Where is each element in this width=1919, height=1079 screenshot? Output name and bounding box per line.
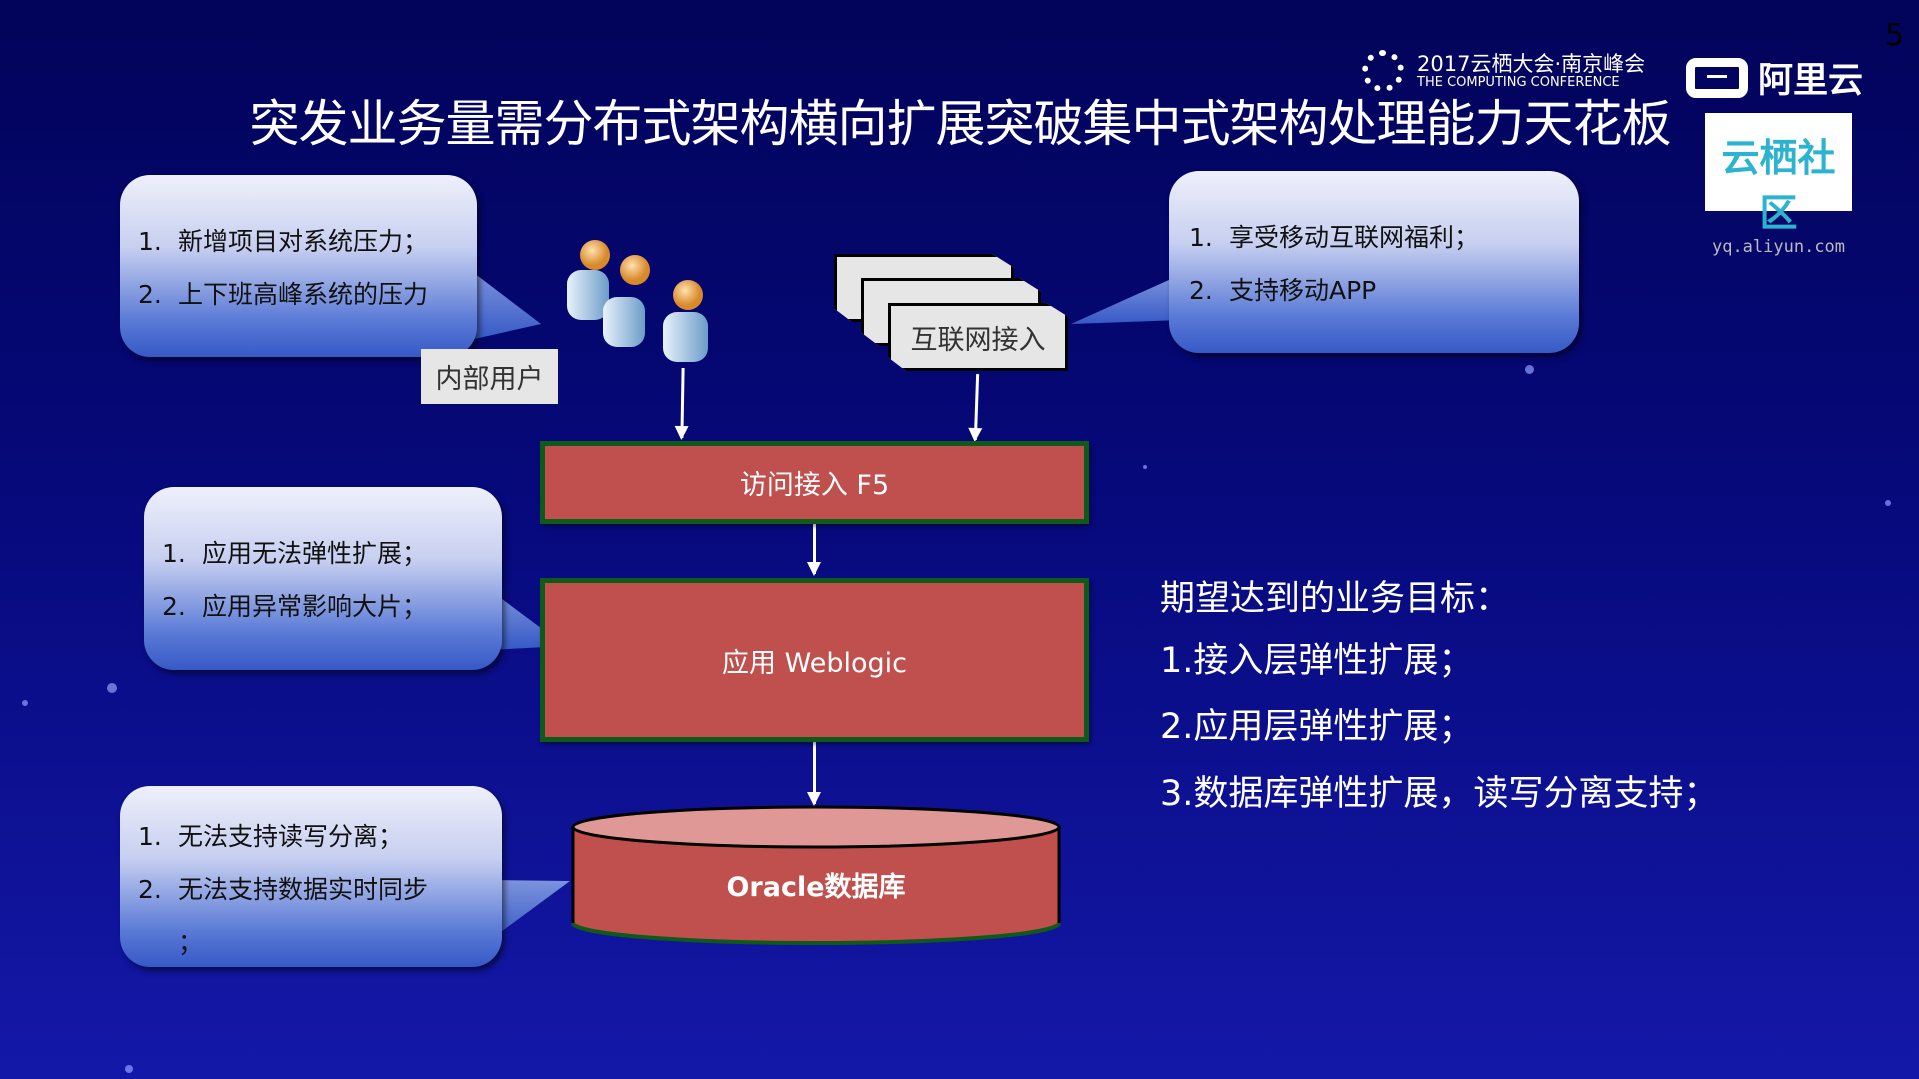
- yunqi-text: 云栖社区: [1721, 136, 1836, 235]
- goal-item: 2.应用层弹性扩展；: [1160, 707, 1474, 747]
- aliyun-logo-icon: [1686, 57, 1748, 98]
- bubble-db: 1.无法支持读写分离； 2.无法支持数据实时同步 ；: [120, 786, 502, 967]
- star: [1143, 465, 1147, 469]
- conference-logo-icon: [1362, 50, 1404, 92]
- star: [107, 683, 117, 693]
- bubble-text: 上下班高峰系统的压力: [178, 280, 429, 309]
- arrow-app-to-db: [807, 742, 821, 806]
- star: [22, 700, 28, 706]
- f5-access-box: 访问接入 F5: [540, 441, 1089, 524]
- aliyun-text: 阿里云: [1758, 61, 1864, 101]
- goals-heading: 期望达到的业务目标：: [1160, 579, 1511, 619]
- oracle-db-cylinder: [571, 805, 1061, 945]
- aliyun-logo: 阿里云: [1686, 52, 1863, 103]
- yunqi-logo: 云栖社区 yq.aliyun.com: [1705, 113, 1852, 257]
- page-title: 突发业务量需分布式架构横向扩展突破集中式架构处理能力天花板: [249, 95, 1672, 153]
- bubble-text: 支持移动APP: [1229, 276, 1377, 305]
- page-number: 5: [1885, 18, 1905, 53]
- weblogic-app-box: 应用 Weblogic: [540, 578, 1089, 742]
- bubble-text: ；: [178, 928, 204, 957]
- arrow-f5-to-app: [807, 524, 821, 576]
- bubble-text: 新增项目对系统压力；: [178, 227, 429, 256]
- conference-name: 2017云栖大会·南京峰会: [1417, 52, 1646, 76]
- conference-logo: 2017云栖大会·南京峰会 THE COMPUTING CONFERENCE: [1362, 48, 1662, 96]
- goal-item: 3.数据库弹性扩展，读写分离支持；: [1160, 774, 1719, 814]
- star: [125, 1065, 133, 1073]
- bubble-internal-users: 1.新增项目对系统压力； 2.上下班高峰系统的压力: [120, 175, 477, 357]
- conference-name-en: THE COMPUTING CONFERENCE: [1417, 75, 1620, 90]
- bubble-text: 无法支持数据实时同步: [178, 875, 429, 904]
- users-icon: [567, 240, 708, 362]
- star: [1885, 500, 1891, 506]
- bubble-text: 享受移动互联网福利；: [1229, 223, 1480, 252]
- goal-item: 1.接入层弹性扩展；: [1160, 641, 1474, 681]
- bubble-text: 应用无法弹性扩展；: [202, 539, 428, 568]
- star: [1525, 365, 1534, 374]
- internet-access-card: 互联网接入: [888, 303, 1068, 371]
- arrow-users-to-f5: [680, 367, 685, 439]
- bubble-text: 应用异常影响大片；: [202, 592, 428, 621]
- internal-users-label: 内部用户: [421, 349, 558, 404]
- bubble-app: 1.应用无法弹性扩展； 2.应用异常影响大片；: [144, 487, 502, 670]
- yunqi-url: yq.aliyun.com: [1711, 237, 1846, 257]
- bubble-internet: 1.享受移动互联网福利； 2.支持移动APP: [1169, 171, 1579, 353]
- oracle-db-label: Oracle数据库: [726, 872, 906, 903]
- bubble-text: 无法支持读写分离；: [178, 822, 404, 851]
